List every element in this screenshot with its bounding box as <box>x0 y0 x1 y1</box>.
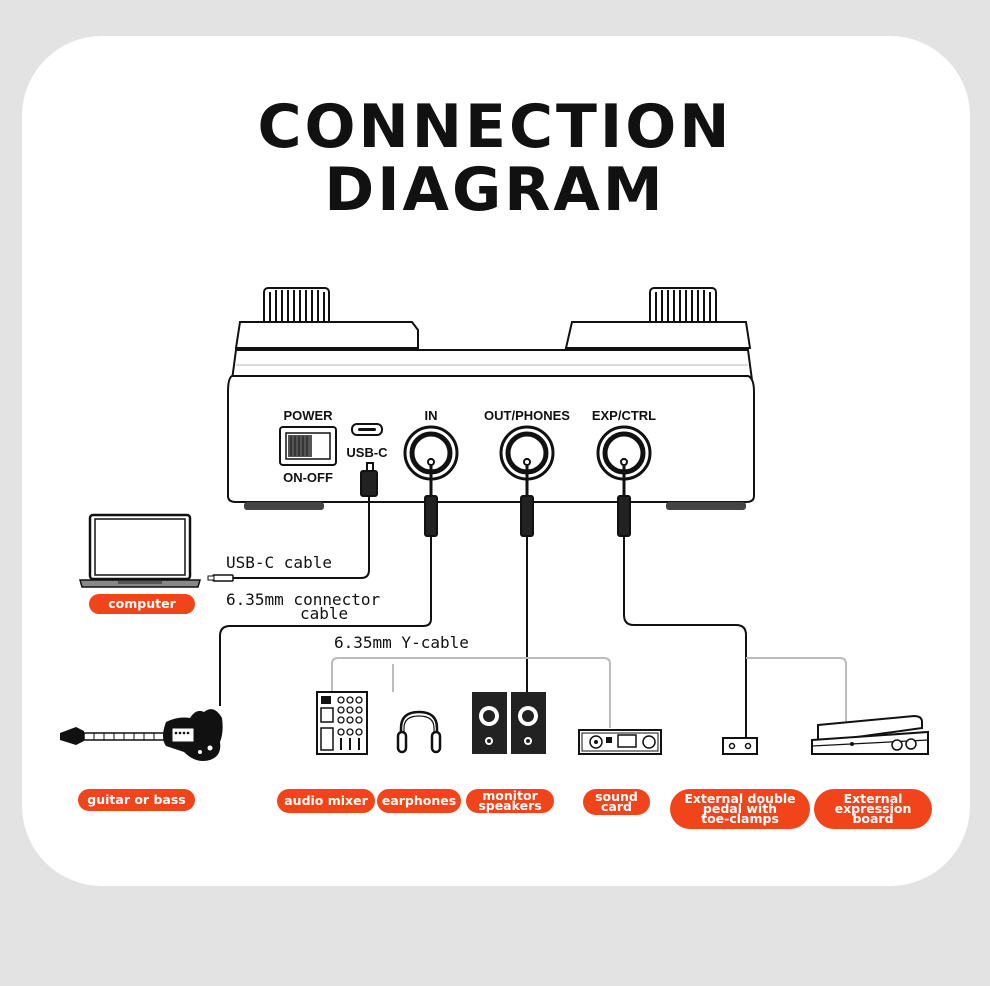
monitor-speakers-icon <box>472 692 546 754</box>
sound-card-badge-line2: card <box>601 799 632 814</box>
usbc-label: USB-C <box>346 445 388 460</box>
earphones-icon <box>396 710 442 754</box>
sound-card-badge-line1: sound <box>595 789 638 804</box>
power-switch <box>279 426 337 466</box>
audio-mixer-icon <box>316 691 368 755</box>
earphones-badge-text: earphones <box>381 793 457 808</box>
out-phones-jack <box>499 425 555 481</box>
exp-ctrl-jack <box>596 425 652 481</box>
y-cable-label: 6.35mm Y-cable <box>334 633 469 652</box>
computer-badge: computer <box>89 594 195 614</box>
right-footswitch-plate <box>564 321 752 349</box>
sound-card-icon <box>578 729 662 755</box>
guitar-badge-text: guitar or bass <box>87 792 186 807</box>
double-pedal-badge: External double pedal with toe-clamps <box>670 789 810 829</box>
earphones-badge: earphones <box>377 789 461 813</box>
usbc-cable-label: USB-C cable <box>226 553 332 572</box>
computer-badge-text: computer <box>108 596 176 611</box>
connector-cable-label-line2: cable <box>300 604 349 623</box>
expression-badge-line3: board <box>852 811 894 826</box>
out-phones-label: OUT/PHONES <box>484 408 570 423</box>
expression-badge-line2: expression <box>834 801 912 816</box>
double-pedal-badge-line2: pedal with <box>702 801 778 816</box>
laptop-icon <box>79 513 201 588</box>
sound-card-badge: sound card <box>583 789 650 815</box>
exp-ctrl-label: EXP/CTRL <box>591 408 657 423</box>
page-title-line1: CONNECTION <box>257 92 733 162</box>
page-title-line2: DIAGRAM <box>324 155 666 225</box>
in-label: IN <box>424 408 438 423</box>
double-pedal-icon <box>722 737 758 755</box>
monitor-badge-line2: speakers <box>478 798 542 813</box>
usb-plug-icon <box>207 574 234 582</box>
y-cable-lines <box>331 657 847 728</box>
expression-pedal-icon <box>811 714 929 755</box>
expression-board-badge: External expression board <box>814 789 932 829</box>
expression-badge-line1: External <box>843 791 903 806</box>
cables <box>219 496 747 738</box>
audio-mixer-badge: audio mixer <box>277 789 375 813</box>
monitor-badge-line1: monitor <box>482 788 538 803</box>
connector-cable-label-line1: 6.35mm connector <box>226 590 381 609</box>
left-footswitch-plate <box>234 321 419 349</box>
power-label: POWER <box>283 408 333 423</box>
on-off-label: ON-OFF <box>283 470 333 485</box>
audio-mixer-badge-text: audio mixer <box>284 793 368 808</box>
double-pedal-badge-line1: External double <box>684 791 796 806</box>
guitar-icon <box>60 709 223 761</box>
double-pedal-badge-line3: toe-clamps <box>701 811 779 826</box>
monitor-speakers-badge: monitor speakers <box>466 789 554 813</box>
guitar-badge: guitar or bass <box>78 789 195 811</box>
